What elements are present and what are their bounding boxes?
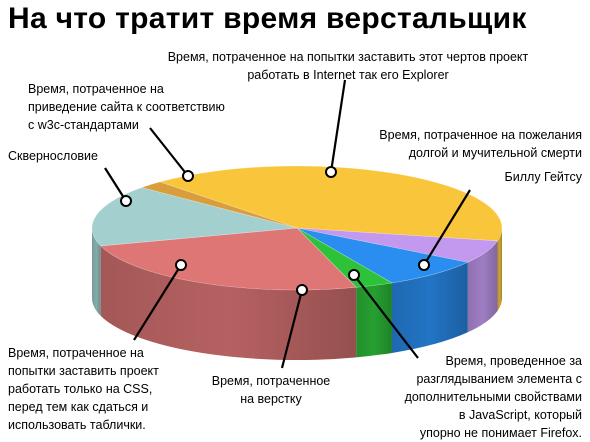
pie-slice-5	[91, 187, 298, 247]
label-css: Время, потраченное на попытки заставить …	[8, 346, 159, 432]
pie-side-shade-1	[467, 240, 498, 333]
pointer-css-dot	[175, 259, 187, 271]
pointer-markup-dot	[296, 284, 308, 296]
pointer-lines	[104, 79, 471, 369]
pointer-firefox	[353, 274, 419, 359]
label-explorer: Время, потраченное на попытки заставить …	[167, 50, 529, 82]
pie-side-shade-5	[92, 228, 101, 316]
pointer-w3c	[149, 127, 189, 177]
pointer-w3c-dot	[182, 170, 194, 182]
pie-side-shade-2	[391, 262, 468, 353]
label-firefox: Время, проведенное за разглядыванием эле…	[404, 354, 582, 440]
pointer-markup	[280, 289, 304, 369]
label-w3c: Время, потраченное на приведение сайта к…	[28, 82, 225, 132]
label-gates-line2: Биллу Гейтсу	[504, 170, 582, 184]
pointer-swearing-dot	[120, 195, 132, 207]
pie-slice-1	[296, 227, 499, 263]
pie-side-shade-3	[356, 282, 392, 358]
label-markup: Время, потраченное на верстку	[211, 374, 331, 406]
pointer-firefox-dot	[348, 269, 360, 281]
label-swearing: Скверноcловие	[8, 149, 98, 163]
chart-title: На что тратит время верстальщик	[8, 2, 527, 35]
pointer-css	[133, 264, 182, 341]
pie-slice-0	[158, 165, 503, 242]
pie-slice-6	[140, 181, 298, 229]
pointer-gates	[423, 189, 471, 266]
pointer-gates-dot	[418, 259, 430, 271]
pie-slice-3	[296, 227, 393, 288]
pointer-explorer-dot	[325, 166, 337, 178]
pie-side-shade-0	[497, 228, 502, 311]
pointer-swearing	[104, 167, 127, 202]
pie-slice-4	[100, 227, 357, 291]
pie-tops	[91, 165, 503, 291]
pointer-explorer	[329, 79, 347, 173]
label-gates-line1: Время, потраченное на пожелания долгой и…	[379, 128, 582, 160]
